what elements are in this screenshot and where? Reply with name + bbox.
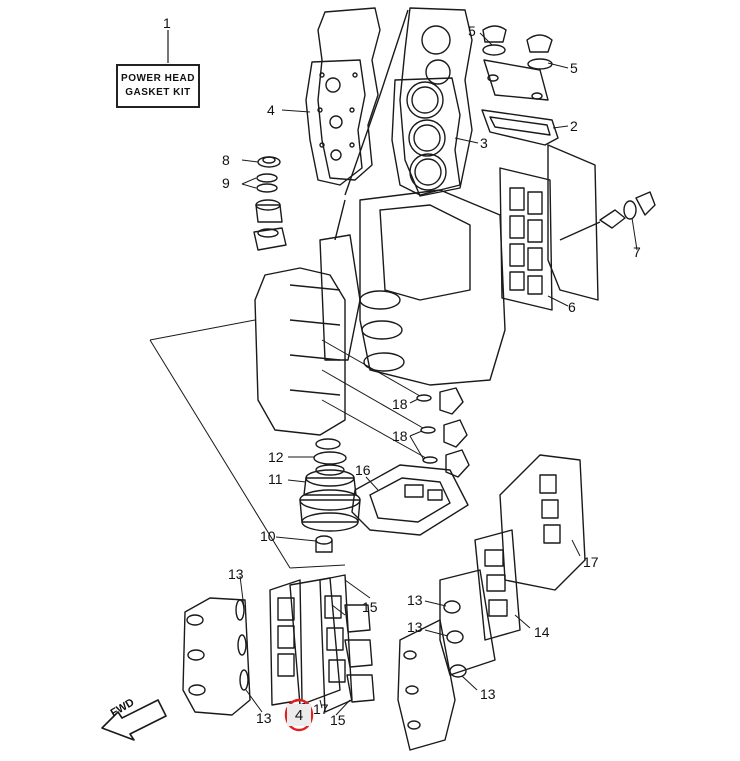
thermostat-cover-group bbox=[481, 25, 559, 146]
callout-9: 9 bbox=[222, 175, 230, 191]
callout-7: 7 bbox=[633, 244, 641, 260]
callout-4-top: 4 bbox=[267, 102, 275, 118]
callout-leaders bbox=[239, 32, 638, 716]
kit-line-2: GASKET KIT bbox=[125, 87, 191, 98]
callout-15-upper: 15 bbox=[362, 599, 378, 615]
reed-valve-gasket bbox=[499, 144, 599, 311]
cylinder-head-gasket bbox=[344, 7, 473, 197]
callout-8: 8 bbox=[222, 152, 230, 168]
o-ring-parts bbox=[416, 387, 470, 478]
callout-17-right: 17 bbox=[583, 554, 599, 570]
callout-13-right-top: 13 bbox=[407, 592, 423, 608]
callout-13-right-bottom: 13 bbox=[480, 686, 496, 702]
callout-13-left-bottom: 13 bbox=[256, 710, 272, 726]
callout-18-upper: 18 bbox=[392, 396, 408, 412]
callout-1: 1 bbox=[163, 15, 171, 31]
exhaust-gasket bbox=[351, 464, 469, 536]
callout-16: 16 bbox=[355, 462, 371, 478]
crankcase-block bbox=[254, 189, 506, 436]
power-head-gasket-kit-label: POWER HEAD GASKET KIT bbox=[116, 64, 200, 108]
callout-5-left: 5 bbox=[468, 23, 476, 39]
leader-lines bbox=[149, 319, 427, 599]
callout-6: 6 bbox=[568, 299, 576, 315]
callout-3: 3 bbox=[480, 135, 488, 151]
fuel-pump-diaphragm bbox=[559, 191, 656, 241]
head-cover-group bbox=[305, 7, 381, 186]
callout-14: 14 bbox=[534, 624, 550, 640]
callout-13-left-top: 13 bbox=[228, 566, 244, 582]
intake-manifold-right bbox=[397, 454, 586, 751]
callout-11: 11 bbox=[268, 471, 283, 487]
highlight-circle bbox=[284, 698, 314, 732]
callout-15-lower: 15 bbox=[330, 712, 346, 728]
callout-5-right: 5 bbox=[570, 60, 578, 76]
callout-2: 2 bbox=[570, 118, 578, 134]
callout-17-left: 17 bbox=[313, 701, 329, 717]
forward-arrow-icon bbox=[101, 699, 167, 741]
callout-12: 12 bbox=[268, 449, 284, 465]
callout-13-right-mid: 13 bbox=[407, 619, 423, 635]
intake-manifold-left bbox=[182, 574, 375, 716]
callout-10: 10 bbox=[260, 528, 276, 544]
kit-line-1: POWER HEAD bbox=[121, 73, 195, 84]
lower-bearing-group bbox=[299, 438, 361, 553]
callout-18-lower: 18 bbox=[392, 428, 408, 444]
crankshaft-seal-parts bbox=[253, 156, 287, 251]
callout-4-highlighted[interactable]: 4 bbox=[287, 704, 311, 726]
